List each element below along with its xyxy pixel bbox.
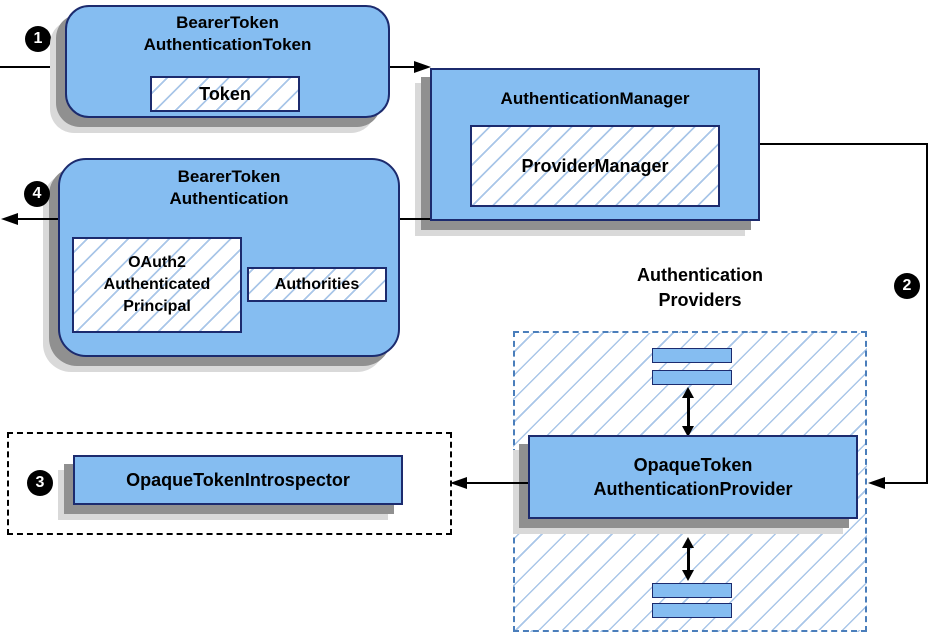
manager-to-authentication-line [400,218,430,220]
bearer-token-authentication-title: BearerToken Authentication [58,166,400,210]
provider-placeholder-bar [652,370,732,385]
provider-link-line [687,546,690,572]
authentication-out-line [14,218,58,220]
arrowhead-down-icon [682,570,694,581]
title-line: Authentication [169,189,289,208]
introspector-label: OpaqueTokenIntrospector [126,469,350,490]
title-line: AuthenticationProvider [593,479,793,499]
arrowhead-left-icon [868,477,885,489]
title-line: BearerToken [177,167,281,186]
arrowhead-down-icon [682,426,694,437]
bearer-token-authentication-token-title: BearerToken AuthenticationToken [65,12,390,56]
manager-to-provider-line-v [926,143,928,484]
provider-placeholder-bar [652,348,732,363]
request-in-line [0,66,66,68]
arrowhead-up-icon [682,537,694,548]
title-line: Authentication [637,265,763,285]
title-line: Providers [658,290,742,310]
token-box: Token [150,76,300,112]
arrowhead-right-icon [414,61,431,73]
arrowhead-left-icon [450,477,467,489]
authorities-label: Authorities [274,275,360,293]
token-to-manager-line [390,66,416,68]
token-label: Token [199,83,251,104]
step-4-badge: 4 [24,181,50,207]
arrowhead-left-icon [1,213,18,225]
provider-link-line [687,396,690,428]
title-line: AuthenticationToken [143,35,312,54]
title-line: OpaqueToken [633,455,753,475]
provider-placeholder-bar [652,603,732,618]
provider-placeholder-bar [652,583,732,598]
principal-line: Authenticated [103,276,211,293]
provider-manager-label: ProviderManager [521,155,669,176]
arrowhead-up-icon [682,387,694,398]
introspector-group-box [7,432,452,535]
step-2-badge: 2 [894,273,920,299]
oauth2-authenticated-principal-box: OAuth2 Authenticated Principal [72,237,242,333]
provider-manager-box: ProviderManager [470,125,720,207]
provider-to-introspector-line [466,482,528,484]
authentication-manager-title: AuthenticationManager [500,89,690,108]
manager-to-provider-line-h2 [884,482,928,484]
principal-line: Principal [123,298,191,315]
principal-line: OAuth2 [128,254,186,271]
step-3-badge: 3 [27,470,53,496]
step-1-badge: 1 [25,26,51,52]
opaque-token-authentication-provider-node: OpaqueToken AuthenticationProvider [528,435,858,519]
manager-to-provider-line-h [760,143,928,145]
opaque-token-introspector-node: OpaqueTokenIntrospector [73,455,403,505]
authentication-providers-title: Authentication Providers [575,263,825,313]
authorities-box: Authorities [247,267,387,302]
title-line: BearerToken [176,13,279,32]
